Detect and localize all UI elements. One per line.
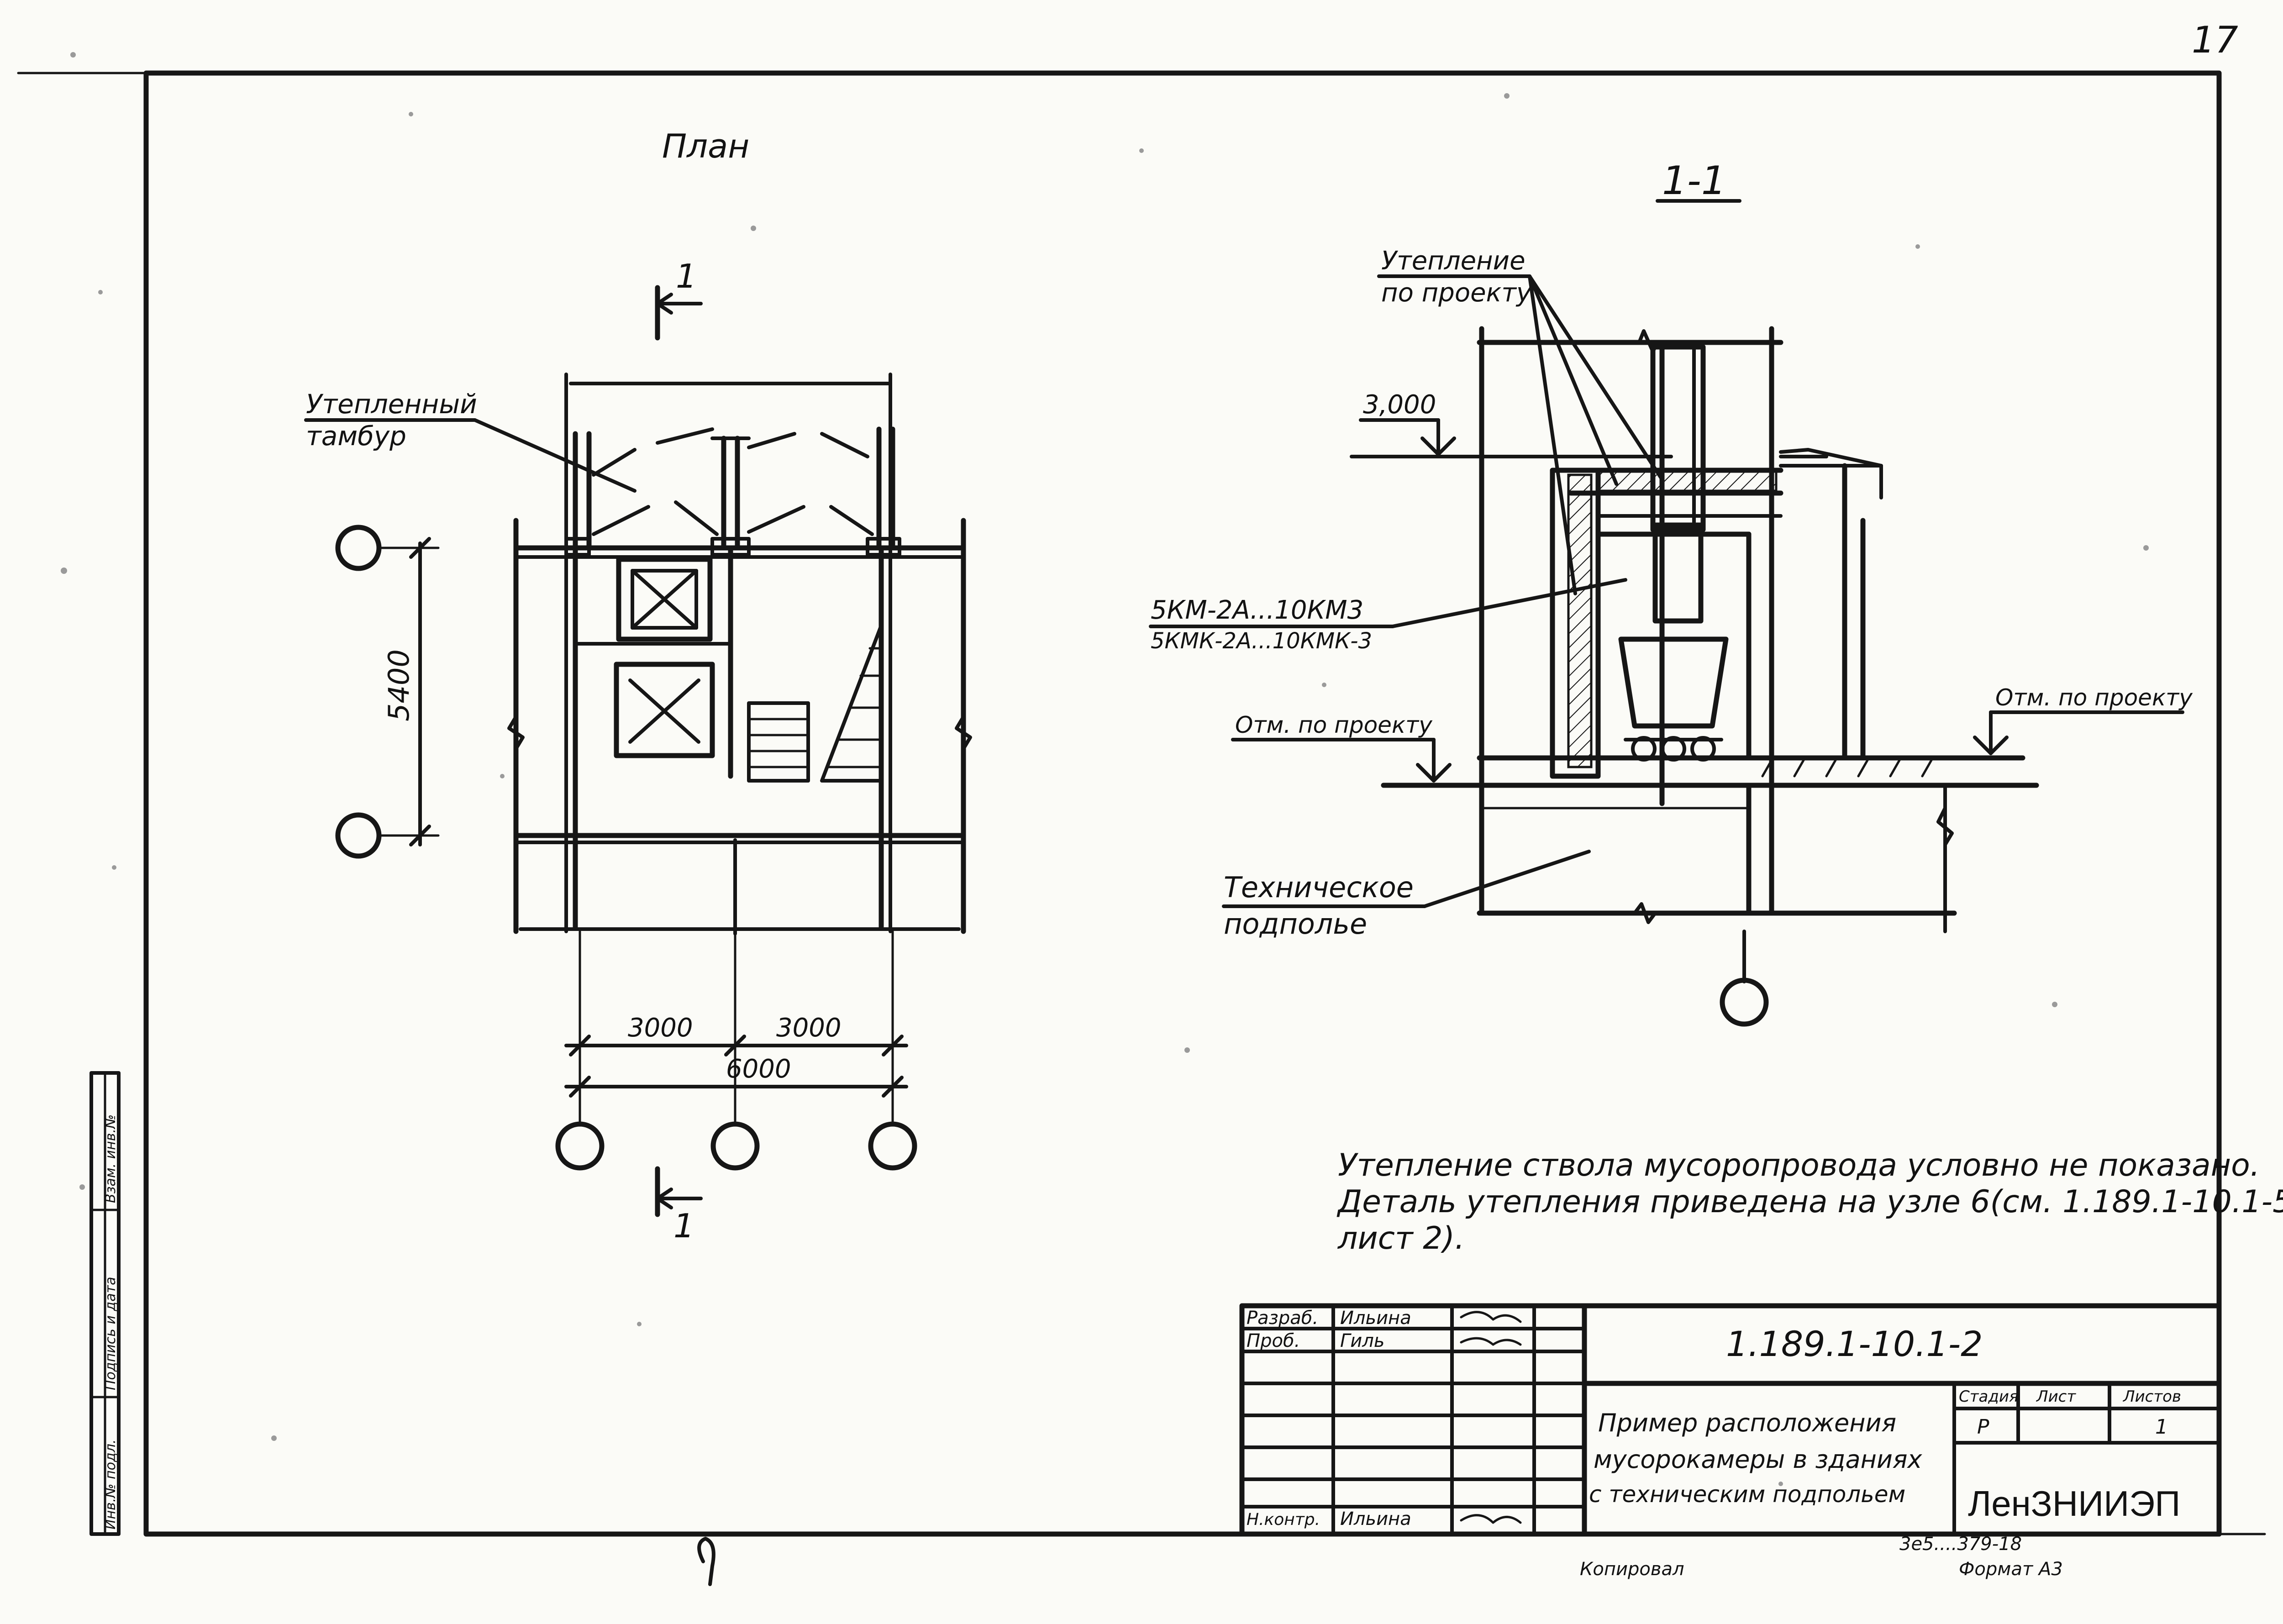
tb-stage-header: Стадия: [1959, 1387, 2018, 1406]
dim-3000-right: 3000: [776, 1013, 842, 1043]
tb-role-3: Н.контр.: [1247, 1510, 1320, 1529]
footer-copied: Копировал: [1580, 1559, 1684, 1580]
dim-5400: 5400: [382, 649, 416, 721]
tb-role-2: Проб.: [1247, 1330, 1300, 1351]
stamp-signature-date: Подпись и дата: [103, 1277, 119, 1391]
tb-sheets-header: Листов: [2122, 1387, 2181, 1406]
vestibule-label-2: тамбур: [306, 420, 406, 452]
sheet-frame: [17, 70, 2266, 1537]
chamber-types-2: 5КМК-2А...10КМК-3: [1151, 628, 1372, 654]
level-3000: 3,000: [1363, 390, 1436, 420]
section-mark-bottom: 1: [655, 1166, 703, 1245]
tb-role-1: Разраб.: [1247, 1308, 1318, 1329]
tb-name-3: Ильина: [1340, 1508, 1411, 1529]
tb-name-1: Ильина: [1340, 1308, 1411, 1329]
dim-3000-left: 3000: [628, 1013, 693, 1043]
stamp-replacement-no: Взам. инв.№: [103, 1114, 119, 1203]
axis-circle-left-bottom: [335, 812, 382, 859]
footer: Копировал 3е5....379-18 Формат А3: [697, 1534, 2063, 1586]
note-line-3: лист 2).: [1337, 1220, 1465, 1256]
section-title: 1-1: [1662, 158, 1726, 204]
tb-sheet-header: Лист: [2036, 1387, 2076, 1406]
tb-stage-value: Р: [1977, 1415, 1989, 1439]
stair-flight-lower: [747, 701, 810, 783]
chamber-types-1: 5КМ-2А...10КМ3: [1151, 595, 1363, 625]
section-mark-top: 1: [655, 257, 703, 341]
stair-flight-upper: [820, 624, 883, 783]
basement-label-1: Техническое: [1224, 871, 1414, 904]
tb-doc-code: 1.189.1-10.1-2: [1726, 1324, 1983, 1364]
axis-circle-bottom-2: [710, 1121, 760, 1171]
svg-text:1: 1: [673, 1207, 694, 1245]
waste-chamber: [614, 662, 715, 758]
note-line-2: Деталь утепления приведена на узле 6(см.…: [1336, 1184, 2283, 1220]
tb-description-3: с техническим подпольем: [1589, 1481, 1905, 1508]
copy-noise: [61, 52, 2149, 1486]
side-stamp: Взам. инв.№ Подпись и дата Инв.№ подл.: [89, 1071, 121, 1536]
page-number: 17: [2192, 19, 2238, 61]
chute-pipe: [1650, 344, 1706, 532]
tb-organization: ЛенЗНИИЭП: [1968, 1483, 2180, 1524]
tb-name-2: Гиль: [1340, 1330, 1384, 1351]
general-note: Утепление ствола мусоропровода условно н…: [1336, 1147, 2283, 1256]
elevation-right: Отм. по проекту: [1995, 684, 2193, 711]
plan-view: План 1 5400: [304, 127, 972, 1245]
tb-description-1: Пример расположения: [1598, 1409, 1896, 1437]
axis-circle-bottom-3: [868, 1121, 917, 1171]
axis-circle-left-top: [335, 525, 382, 571]
chute-shaft: [616, 557, 713, 642]
vestibule-label-1: Утепленный: [306, 389, 477, 420]
basement-label-2: подполье: [1224, 907, 1367, 941]
dim-6000: 6000: [726, 1054, 791, 1084]
section-view: 1-1 Утепление по проекту 3,000: [1149, 158, 2193, 1027]
title-block: Разраб. Ильина Проб. Гиль Н.контр. Ильин…: [1239, 1303, 2222, 1537]
note-line-1: Утепление ствола мусоропровода условно н…: [1338, 1147, 2260, 1183]
waste-cart: [1618, 636, 1729, 762]
svg-text:1: 1: [676, 257, 697, 295]
stamp-inventory-no: Инв.№ подл.: [103, 1440, 119, 1529]
footer-archive-code: 3е5....379-18: [1899, 1534, 2022, 1555]
axis-circle-section: [1720, 978, 1769, 1027]
insulation-label-2: по проекту: [1381, 278, 1532, 308]
axis-circle-bottom-1: [555, 1121, 605, 1171]
footer-format: Формат А3: [1959, 1559, 2063, 1580]
insulation-label-1: Утепление: [1381, 246, 1526, 276]
tb-description-2: мусорокамеры в зданиях: [1594, 1445, 1922, 1474]
tb-sheets-value: 1: [2155, 1415, 2168, 1439]
plan-title: План: [662, 127, 749, 165]
elevation-left: Отм. по проекту: [1235, 712, 1433, 738]
